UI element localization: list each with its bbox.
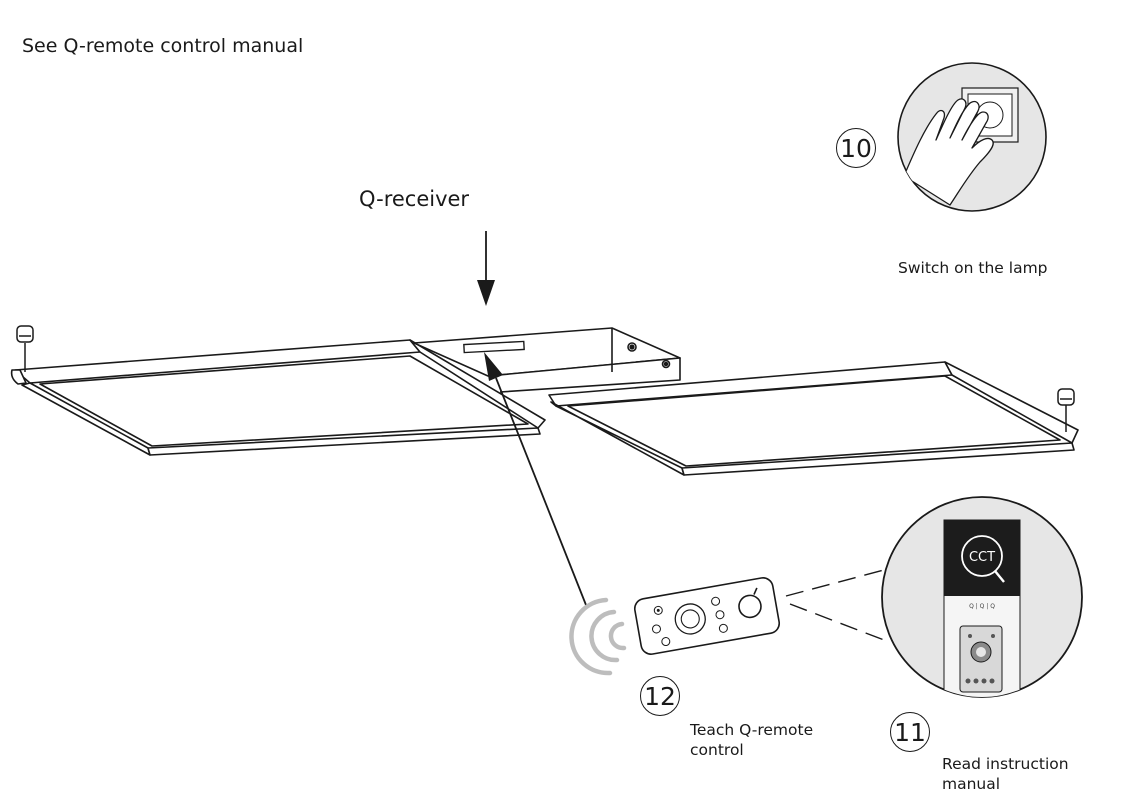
page-title: See Q-remote control manual <box>22 35 304 57</box>
manual-badge-text: CCT <box>969 550 995 565</box>
q-receiver-label: Q-receiver <box>359 187 470 211</box>
q-receiver-module <box>463 340 525 354</box>
teach-arrow <box>484 352 587 606</box>
step-11-number: 11 <box>890 712 930 752</box>
right-suspension-mount <box>1057 388 1075 432</box>
step-10-caption: Switch on the lamp <box>898 259 1048 277</box>
left-suspension-mount <box>16 325 34 372</box>
manual-circle: CCT Q | Q | Q <box>881 496 1083 698</box>
driver-box <box>413 327 681 393</box>
arrow-down-icon <box>477 231 495 306</box>
right-light-panel <box>548 361 1079 476</box>
step-12-caption: Teach Q-remote control <box>690 721 814 759</box>
remote-control-icon <box>633 577 781 655</box>
step-12-number: 12 <box>640 676 680 716</box>
step-11-caption: Read instruction manual <box>942 755 1069 793</box>
manual-tagline: Q | Q | Q <box>969 603 995 610</box>
manual-booklet-icon: CCT Q | Q | Q <box>943 519 1021 697</box>
left-light-panel <box>10 339 546 456</box>
switch-circle <box>897 62 1047 212</box>
step-10-number: 10 <box>836 128 876 168</box>
manual-callout-lines <box>785 569 885 641</box>
wireless-signal-icon <box>569 597 627 676</box>
hand-switch-icon <box>903 87 1019 206</box>
